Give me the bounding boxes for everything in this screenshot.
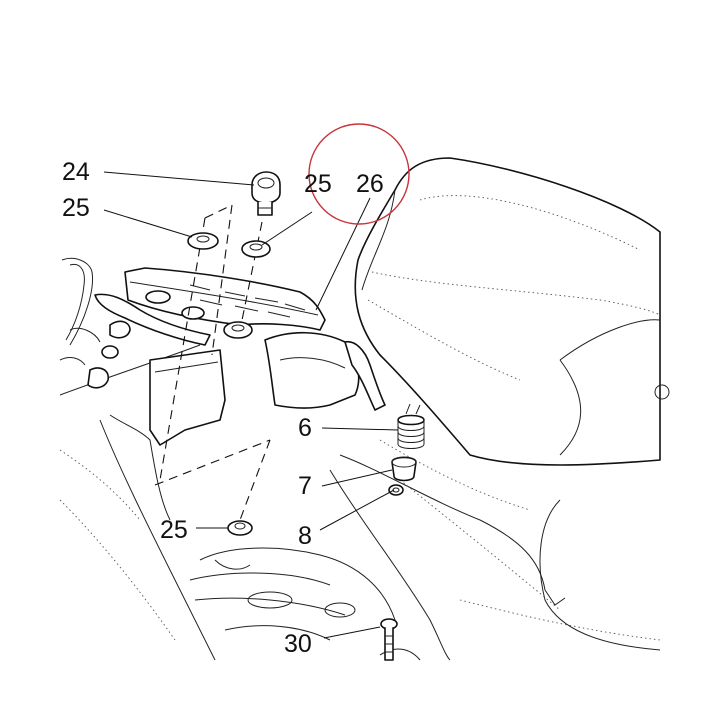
bolt-part-24 bbox=[251, 171, 281, 216]
washer-part-25-left bbox=[187, 232, 219, 250]
washer-part-25-right bbox=[241, 240, 271, 258]
assembly-guides bbox=[154, 204, 271, 521]
callout-25-lower: 25 bbox=[160, 516, 188, 544]
luggage-rack bbox=[59, 267, 326, 389]
washer-part-25-lower bbox=[227, 520, 253, 536]
callout-24: 24 bbox=[62, 158, 90, 186]
callout-25-upper-left: 25 bbox=[62, 194, 90, 222]
callout-6: 6 bbox=[298, 414, 312, 442]
spring-part-6 bbox=[397, 403, 425, 449]
nut-part-8 bbox=[388, 484, 404, 496]
callout-25-upper-right: 25 bbox=[304, 170, 332, 198]
callout-7: 7 bbox=[298, 472, 312, 500]
highlight-circle bbox=[308, 123, 410, 225]
tail-body-shell bbox=[59, 257, 661, 661]
seat bbox=[354, 157, 670, 466]
callout-30: 30 bbox=[284, 630, 312, 658]
callout-26: 26 bbox=[356, 170, 384, 198]
side-bracket bbox=[149, 331, 386, 446]
washer-part-25-rack bbox=[223, 321, 253, 339]
callout-8: 8 bbox=[298, 522, 312, 550]
screw-part-30 bbox=[380, 618, 398, 661]
leader-lines bbox=[103, 171, 399, 639]
bushing-part-7 bbox=[391, 456, 417, 482]
